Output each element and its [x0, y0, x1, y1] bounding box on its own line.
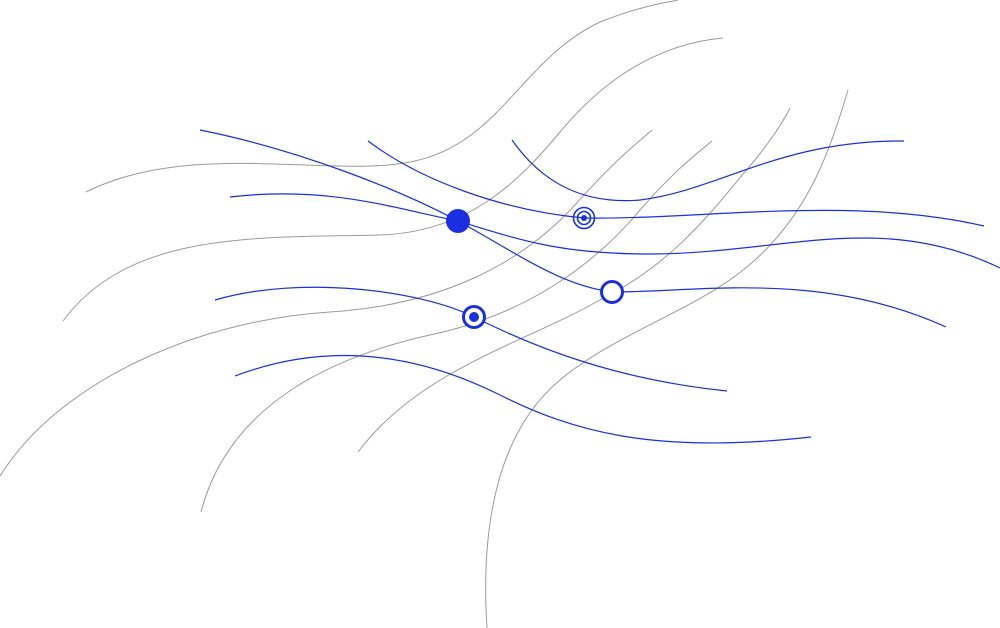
gray-curve	[200, 140, 713, 513]
blue-curve	[214, 286, 728, 392]
blue-curve	[234, 355, 812, 444]
target-marker-upper-outer-ring	[572, 206, 596, 230]
blue-curve-group	[199, 129, 1000, 444]
target-marker-upper-center-dot	[581, 215, 587, 221]
blue-curve	[199, 129, 947, 328]
filled-dot-marker	[446, 209, 470, 233]
target-marker-upper	[572, 206, 596, 230]
gray-curve	[485, 89, 849, 628]
blue-curve	[367, 140, 985, 227]
gray-curve	[85, 0, 679, 193]
target-marker-lower-center-dot	[469, 312, 479, 322]
target-marker-upper-inner-ring	[576, 210, 592, 226]
gray-curve	[0, 129, 653, 477]
blue-curve	[511, 139, 905, 202]
blue-curve	[229, 193, 1000, 269]
marker-group	[446, 206, 624, 329]
hollow-circle-marker	[600, 280, 624, 304]
gray-curve	[357, 107, 791, 453]
gray-curve-group	[0, 0, 849, 628]
target-marker-lower	[462, 305, 486, 329]
gray-curve	[62, 37, 724, 322]
